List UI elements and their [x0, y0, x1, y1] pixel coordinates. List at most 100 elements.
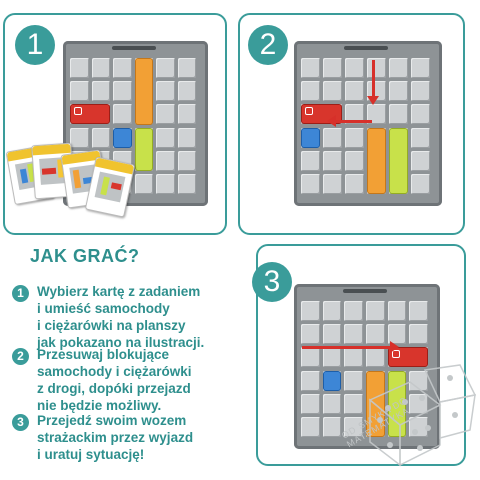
step-2-badge: 2: [248, 25, 288, 65]
board-cell: [366, 324, 385, 345]
step-line: i uratuj sytuację!: [37, 447, 145, 462]
green-truck: [134, 127, 153, 171]
step-line: z drogi, dopóki przejazd: [37, 381, 191, 396]
board-cell: [344, 324, 363, 345]
step-line: Przejedź swoim wozem: [37, 413, 187, 428]
how-to-play-title: JAK GRAĆ?: [30, 246, 140, 266]
board-cell: [301, 370, 320, 391]
board-cell: [344, 393, 363, 414]
board-exit-slot: [344, 46, 388, 50]
board-cell: [323, 173, 342, 194]
board-cell: [344, 416, 363, 437]
arrow-icon: [367, 96, 379, 105]
step-1-badge: 1: [15, 25, 55, 65]
board-cell: [323, 81, 342, 102]
fire-truck-icon: [305, 107, 313, 116]
fire-truck: [70, 104, 110, 125]
board-cell: [91, 127, 110, 148]
orange-truck: [134, 58, 153, 125]
step-line: i ciężarówki na planszy: [37, 318, 186, 333]
board-cell: [344, 347, 363, 368]
board-cell: [177, 173, 196, 194]
board-cell: [301, 324, 320, 345]
board-cell: [113, 104, 132, 125]
board-cell: [345, 150, 364, 171]
step-text: Przejedź swoim wozem strażackim przez wy…: [37, 412, 242, 463]
board-cell: [177, 81, 196, 102]
step-line: jak pokazano na ilustracji.: [37, 335, 205, 350]
arrow-icon: [336, 120, 372, 123]
board-exit-slot: [343, 289, 387, 293]
board-cell: [322, 324, 342, 345]
board-cell: [156, 81, 175, 102]
board-cell: [366, 301, 385, 322]
step-line: samochody i ciężarówki: [37, 364, 192, 379]
board-cell: [91, 81, 110, 102]
board-cell: [301, 150, 320, 171]
board-cell: [134, 173, 153, 194]
arrow-icon: [390, 341, 399, 353]
board-cell: [389, 81, 408, 102]
board-cell: [411, 104, 430, 125]
board-cell: [411, 150, 430, 171]
board-cell: [411, 58, 430, 79]
board-cell: [389, 104, 408, 125]
board-cell: [301, 301, 320, 322]
blue-car: [113, 127, 132, 148]
board-cell: [177, 127, 196, 148]
board-cell: [156, 150, 175, 171]
blue-car: [322, 370, 342, 391]
board-cell: [70, 81, 89, 102]
step-text: Przesuwaj blokujące samochody i ciężarów…: [37, 346, 242, 414]
board-cell: [345, 173, 364, 194]
board-cell: [177, 58, 196, 79]
fire-truck-icon: [74, 107, 82, 116]
board-cell: [322, 347, 342, 368]
board-cell: [70, 58, 89, 79]
board-cell: [409, 324, 428, 345]
arrow-icon: [302, 346, 390, 349]
step-line: Przesuwaj blokujące: [37, 347, 170, 362]
board-cell: [411, 173, 430, 194]
board-cell: [387, 301, 407, 322]
board-cell: [323, 58, 342, 79]
board-cell: [177, 150, 196, 171]
board-cell: [345, 81, 364, 102]
board-cell: [411, 127, 430, 148]
board-cell: [301, 58, 320, 79]
step-line: nie będzie możliwy.: [37, 398, 162, 413]
arrow-icon: [372, 60, 375, 96]
board-cell: [113, 58, 132, 79]
board-cell: [367, 58, 386, 79]
board-cell: [387, 324, 407, 345]
board-cell: [91, 58, 110, 79]
step-text: Wybierz kartę z zadaniem i umieść samoch…: [37, 283, 242, 351]
arrow-icon: [327, 115, 336, 127]
board-cell: [345, 58, 364, 79]
step-number: 1: [12, 285, 29, 302]
board-cell: [113, 81, 132, 102]
board-cell: [366, 347, 385, 368]
board-cell: [322, 301, 342, 322]
board-cell: [322, 416, 342, 437]
green-truck: [389, 127, 408, 194]
board-cell: [409, 301, 428, 322]
board-cell: [345, 127, 364, 148]
board-cell: [301, 416, 320, 437]
board-cell: [344, 301, 363, 322]
board-cell: [345, 104, 364, 125]
board-cell: [344, 370, 363, 391]
board-cell: [322, 393, 342, 414]
step-number: 3: [12, 414, 29, 431]
board-cell: [156, 127, 175, 148]
board-cell: [156, 173, 175, 194]
board-cell: [301, 347, 320, 368]
board-cell: [323, 150, 342, 171]
board-cell: [301, 393, 320, 414]
board-cell: [301, 173, 320, 194]
orange-truck: [367, 127, 386, 194]
step-number: 2: [12, 348, 29, 365]
board-cell: [367, 104, 386, 125]
blue-car: [301, 127, 320, 148]
step-line: i umieść samochody: [37, 301, 170, 316]
